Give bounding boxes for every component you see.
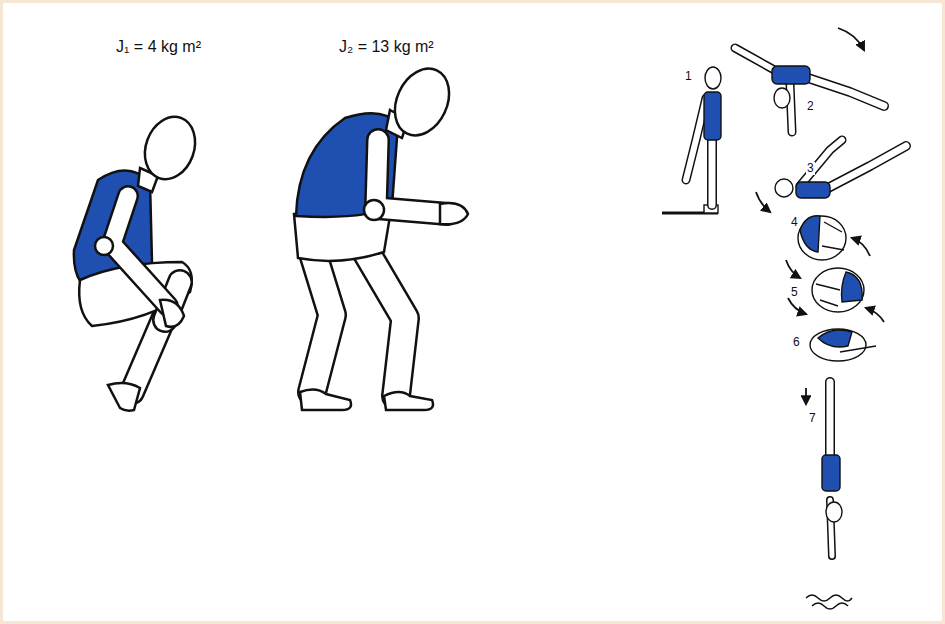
callout-number: 4 — [790, 216, 799, 229]
callout-number: 2 — [806, 100, 815, 113]
inertia-label: J₂ = 13 kg m² — [338, 38, 435, 56]
callout-number: 1 — [684, 70, 693, 83]
callout-number: 3 — [806, 162, 815, 175]
callout-number: 6 — [792, 336, 801, 349]
dive-sequence — [662, 28, 906, 609]
open-figure — [294, 60, 468, 410]
callout-number: 5 — [790, 286, 799, 299]
tucked-figure — [74, 110, 204, 411]
callout-number: 7 — [808, 412, 817, 425]
inertia-label: J₁ = 4 kg m² — [115, 38, 202, 56]
